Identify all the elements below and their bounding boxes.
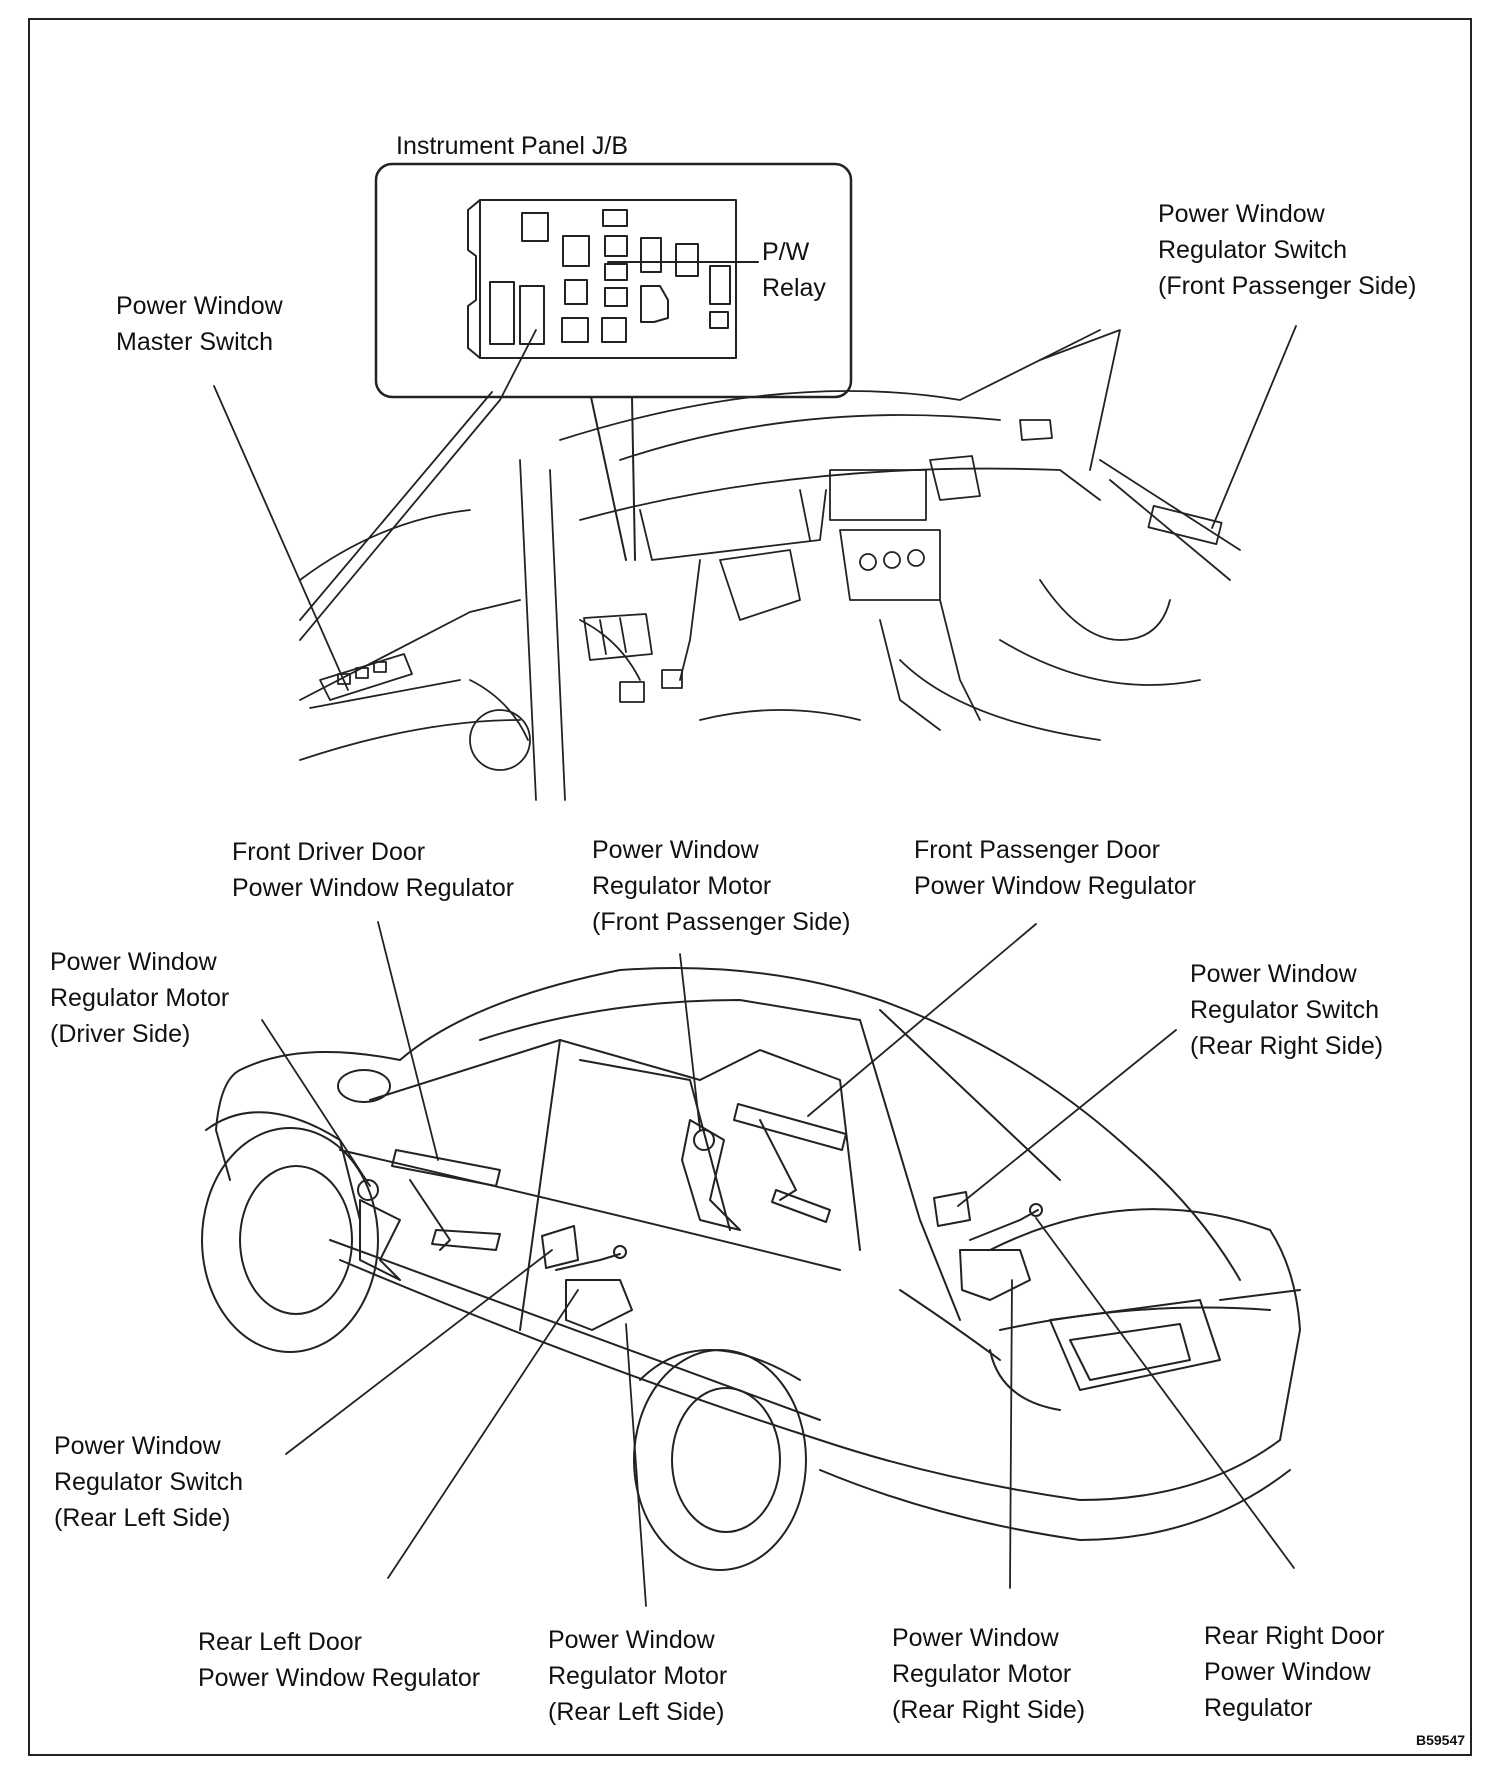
label-line: Power Window [1190,960,1357,988]
figure-code: B59547 [1416,1732,1466,1748]
label-rear-right-regulator: Rear Right Door Power Window Regulator [1204,1618,1385,1726]
label-motor-rear-right: Power Window Regulator Motor (Rear Right… [892,1620,1085,1728]
window-components [357,1103,1043,1331]
label-line: Power Window [1204,1658,1371,1686]
label-line: (Rear Right Side) [892,1696,1086,1724]
label-line: Power Window [1158,200,1325,228]
label-motor-front-passenger: Power Window Regulator Motor (Front Pass… [592,832,850,940]
label-line: (Front Passenger Side) [592,908,851,936]
label-line: (Front Passenger Side) [1158,272,1417,300]
label-front-driver-regulator: Front Driver Door Power Window Regulator [232,834,514,906]
label-line: Regulator Switch [1190,996,1379,1024]
label-line: Regulator Motor [50,984,230,1012]
label-line: Power Window Regulator [914,872,1197,900]
label-line: Power Window [50,948,217,976]
label-rear-left-regulator: Rear Left Door Power Window Regulator [198,1624,480,1696]
label-line: Regulator Switch [54,1468,243,1496]
label-line: Power Window [592,836,759,864]
label-line: Power Window Regulator [232,874,515,902]
label-motor-driver: Power Window Regulator Motor (Driver Sid… [50,944,229,1052]
label-line: (Rear Right Side) [1190,1032,1384,1060]
label-line: Front Passenger Door [914,836,1160,864]
label-line: Power Window [116,292,283,320]
leader-lines [213,325,1297,1607]
vehicle-body-drawing [201,967,1301,1571]
label-line: Regulator [1204,1694,1313,1722]
label-front-passenger-regulator: Front Passenger Door Power Window Regula… [914,832,1196,904]
label-line: Power Window [892,1624,1059,1652]
label-instrument-panel-jb: Instrument Panel J/B [396,128,628,164]
label-line: Relay [762,274,826,302]
label-line: Front Driver Door [232,838,426,866]
label-line: (Rear Left Side) [54,1504,231,1532]
diagram-frame [28,18,1472,1756]
label-line: Regulator Motor [548,1662,728,1690]
label-switch-rear-left: Power Window Regulator Switch (Rear Left… [54,1428,243,1536]
label-line: Instrument Panel J/B [396,132,629,160]
label-line: Regulator Motor [892,1660,1072,1688]
label-line: Master Switch [116,328,273,356]
label-motor-rear-left: Power Window Regulator Motor (Rear Left … [548,1622,727,1730]
label-switch-rear-right: Power Window Regulator Switch (Rear Righ… [1190,956,1383,1064]
label-line: Regulator Motor [592,872,772,900]
interior-dashboard-drawing [299,329,1241,801]
label-line: Power Window [548,1626,715,1654]
label-line: Rear Right Door [1204,1622,1385,1650]
label-master-switch: Power Window Master Switch [116,288,283,360]
label-line: (Rear Left Side) [548,1698,725,1726]
label-line: Power Window Regulator [198,1664,481,1692]
label-line: Regulator Switch [1158,236,1347,264]
label-line: Power Window [54,1432,221,1460]
label-line: P/W [762,238,810,266]
label-pw-relay: P/W Relay [762,234,826,306]
label-line: Rear Left Door [198,1628,362,1656]
label-line: (Driver Side) [50,1020,191,1048]
label-switch-front-passenger: Power Window Regulator Switch (Front Pas… [1158,196,1416,304]
junction-block-callout [374,162,853,561]
